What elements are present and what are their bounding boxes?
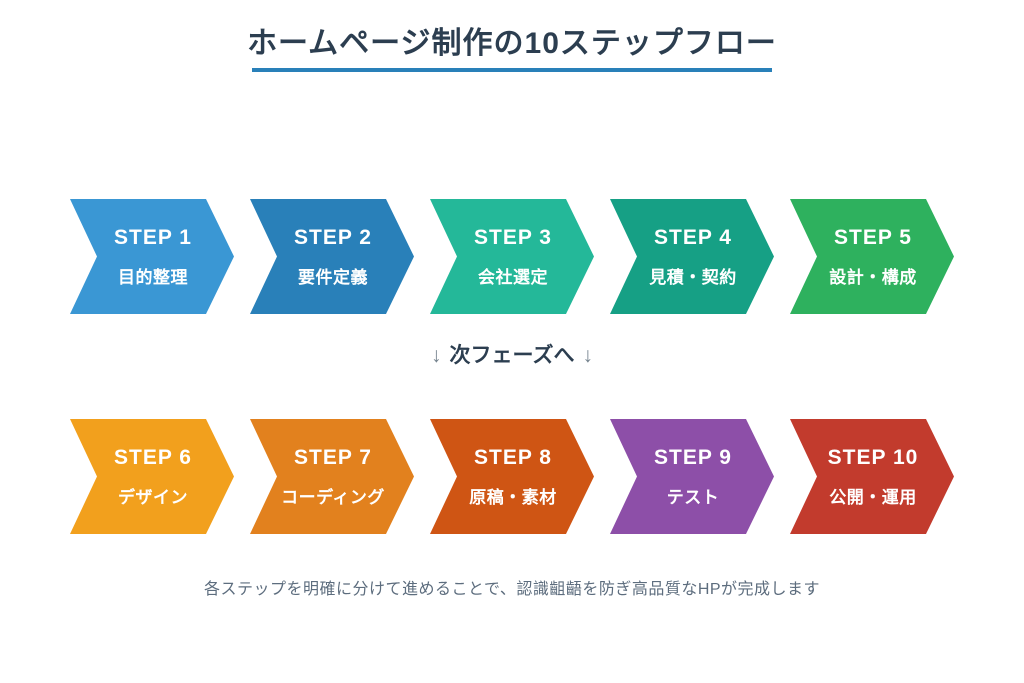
title-underline	[252, 68, 772, 72]
phase-divider-label: 次フェーズへ	[449, 344, 575, 367]
step-arrow: STEP 4 見積・契約	[610, 199, 774, 314]
step-label: デザイン	[118, 487, 188, 507]
step-arrow: STEP 10 公開・運用	[790, 419, 954, 534]
step-label: 会社選定	[478, 267, 548, 287]
step-number: STEP 8	[474, 445, 552, 469]
step-number: STEP 1	[114, 225, 192, 249]
step-arrow: STEP 9 テスト	[610, 419, 774, 534]
phase-divider: ↓ 次フェーズへ ↓	[0, 339, 1024, 369]
down-arrow-icon: ↓	[582, 344, 593, 367]
step-number: STEP 3	[474, 225, 552, 249]
footer-note: 各ステップを明確に分けて進めることで、認識齟齬を防ぎ高品質なHPが完成します	[203, 581, 821, 598]
step-label: 公開・運用	[829, 487, 917, 507]
step-number: STEP 10	[827, 445, 919, 469]
step-label: 設計・構成	[829, 267, 917, 287]
step-arrow: STEP 8 原稿・素材	[430, 419, 594, 534]
phase2-row: STEP 6 デザイン STEP 7 コーディング STEP 8 原稿・素材 STEP 9 テ…	[70, 419, 954, 534]
step-arrow: STEP 6 デザイン	[70, 419, 234, 534]
step-number: STEP 4	[654, 225, 732, 249]
step-number: STEP 9	[654, 445, 732, 469]
page-title: ホームページ制作の10ステップフロー	[247, 27, 777, 60]
step-label: 要件定義	[298, 267, 368, 287]
step-number: STEP 2	[294, 225, 372, 249]
step-label: 原稿・素材	[469, 487, 557, 507]
step-number: STEP 7	[294, 445, 372, 469]
title-block: ホームページ制作の10ステップフロー	[0, 26, 1024, 72]
step-arrow: STEP 5 設計・構成	[790, 199, 954, 314]
step-label: コーディング	[281, 487, 385, 507]
step-number: STEP 6	[114, 445, 192, 469]
phase1-row: STEP 1 目的整理 STEP 2 要件定義 STEP 3 会社選定 STEP 4 見積・契…	[70, 199, 954, 314]
step-arrow: STEP 7 コーディング	[250, 419, 414, 534]
step-number: STEP 5	[834, 225, 912, 249]
step-arrow: STEP 3 会社選定	[430, 199, 594, 314]
step-label: 目的整理	[118, 267, 188, 287]
step-arrow: STEP 2 要件定義	[250, 199, 414, 314]
step-label: 見積・契約	[649, 267, 737, 287]
down-arrow-icon: ↓	[431, 344, 442, 367]
step-arrow: STEP 1 目的整理	[70, 199, 234, 314]
step-label: テスト	[666, 487, 720, 507]
